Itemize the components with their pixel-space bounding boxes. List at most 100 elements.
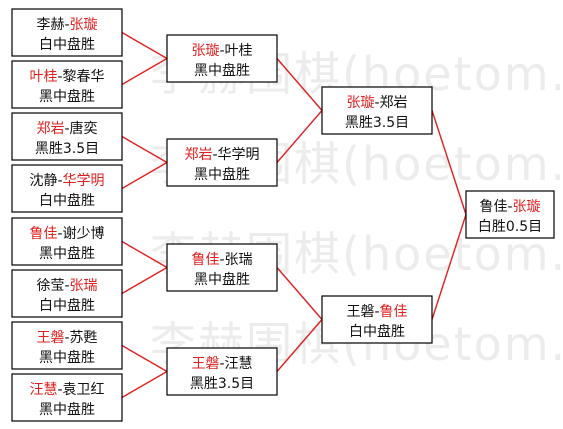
player-name: 鲁佳 [29, 226, 57, 242]
match-players: 郑岩-唐奕 [36, 120, 97, 137]
player-name: 汪慧 [29, 382, 57, 398]
player-name: 张璇 [346, 95, 374, 111]
match-border [11, 269, 123, 318]
match-border [166, 138, 278, 187]
match-players: 沈静-华学明 [29, 173, 104, 189]
match-border [321, 86, 433, 135]
match-result: 黑中盘胜 [39, 88, 95, 105]
player-name: 华学明 [63, 173, 105, 189]
player-name: 王磐 [191, 356, 219, 372]
player-name: 张瑞 [70, 278, 98, 294]
player-name: 华学明 [218, 147, 260, 163]
bracket-connector [121, 57, 168, 86]
separator: - [57, 173, 62, 189]
player-name: 王磐 [36, 330, 64, 346]
match-result: 白中盘胜 [39, 36, 95, 53]
match-border [11, 164, 123, 213]
match-border [166, 34, 278, 83]
player-name: 叶桂 [29, 69, 57, 85]
match-players: 王磐-鲁佳 [346, 304, 407, 320]
match-border [11, 373, 123, 422]
player-name: 鲁佳 [479, 199, 507, 215]
match-result: 黑胜3.5目 [190, 376, 254, 392]
bracket-connector [121, 370, 168, 399]
match-result: 白中盘胜 [349, 323, 405, 340]
player-name: 叶桂 [225, 43, 253, 59]
bracket-connector [121, 161, 168, 190]
bracket-connector [121, 240, 168, 269]
match-result: 黑中盘胜 [194, 271, 250, 288]
match-players: 徐莹-张瑞 [36, 278, 97, 294]
player-name: 张璇 [191, 43, 219, 59]
player-name: 黎春华 [63, 69, 105, 85]
match-players: 张璇-叶桂 [191, 43, 252, 59]
player-name: 沈静 [29, 173, 57, 189]
connector-lines [121, 31, 467, 399]
player-name: 谢少博 [63, 225, 105, 242]
player-name: 徐莹 [36, 278, 64, 294]
match-players: 汪慧-袁卫红 [29, 382, 104, 398]
player-name: 袁卫红 [63, 382, 105, 398]
match-border [11, 321, 123, 370]
player-name: 张璇 [513, 199, 541, 215]
separator: - [57, 382, 62, 398]
match-border [11, 112, 123, 161]
match-border [11, 217, 123, 266]
separator: - [64, 17, 69, 33]
bracket-connector [276, 110, 323, 163]
match-players: 王磐-汪慧 [191, 356, 252, 372]
bracket-connector [431, 214, 467, 320]
match-result: 白中盘胜 [39, 297, 95, 314]
match-result: 黑中盘胜 [39, 245, 95, 262]
separator: - [57, 69, 62, 85]
match-players: 李赫-张璇 [36, 17, 97, 33]
separator: - [374, 304, 379, 320]
bracket-connector [276, 319, 323, 372]
separator: - [64, 278, 69, 294]
player-name: 李赫 [36, 17, 64, 33]
separator: - [212, 147, 217, 163]
match-players: 叶桂-黎春华 [29, 69, 104, 85]
player-name: 张瑞 [225, 252, 253, 268]
match-result: 黑胜3.5目 [35, 141, 99, 157]
match-result: 黑中盘胜 [194, 166, 250, 183]
match-result: 白中盘胜 [39, 192, 95, 209]
player-name: 郑岩 [184, 147, 212, 163]
bracket-connector [276, 267, 323, 320]
match-border [321, 295, 433, 344]
bracket-connector [431, 110, 467, 215]
separator: - [219, 356, 224, 372]
separator: - [507, 199, 512, 215]
match-result: 黑中盘胜 [39, 401, 95, 418]
player-name: 苏甦 [70, 330, 98, 346]
match-border [11, 8, 123, 57]
match-players: 郑岩-华学明 [184, 147, 259, 163]
match-players: 鲁佳-张瑞 [191, 252, 252, 268]
player-name: 王磐 [346, 304, 374, 320]
separator: - [64, 330, 69, 346]
player-name: 汪慧 [225, 356, 253, 372]
player-name: 张璇 [70, 17, 98, 33]
bracket-connector [121, 31, 168, 60]
player-name: 郑岩 [380, 95, 408, 111]
bracket-connector [121, 344, 168, 373]
bracket-connector [121, 266, 168, 295]
match-players: 鲁佳-张璇 [479, 199, 540, 215]
player-name: 鲁佳 [380, 304, 408, 320]
separator: - [219, 43, 224, 59]
match-border [166, 243, 278, 292]
match-players: 张璇-郑岩 [346, 95, 407, 111]
